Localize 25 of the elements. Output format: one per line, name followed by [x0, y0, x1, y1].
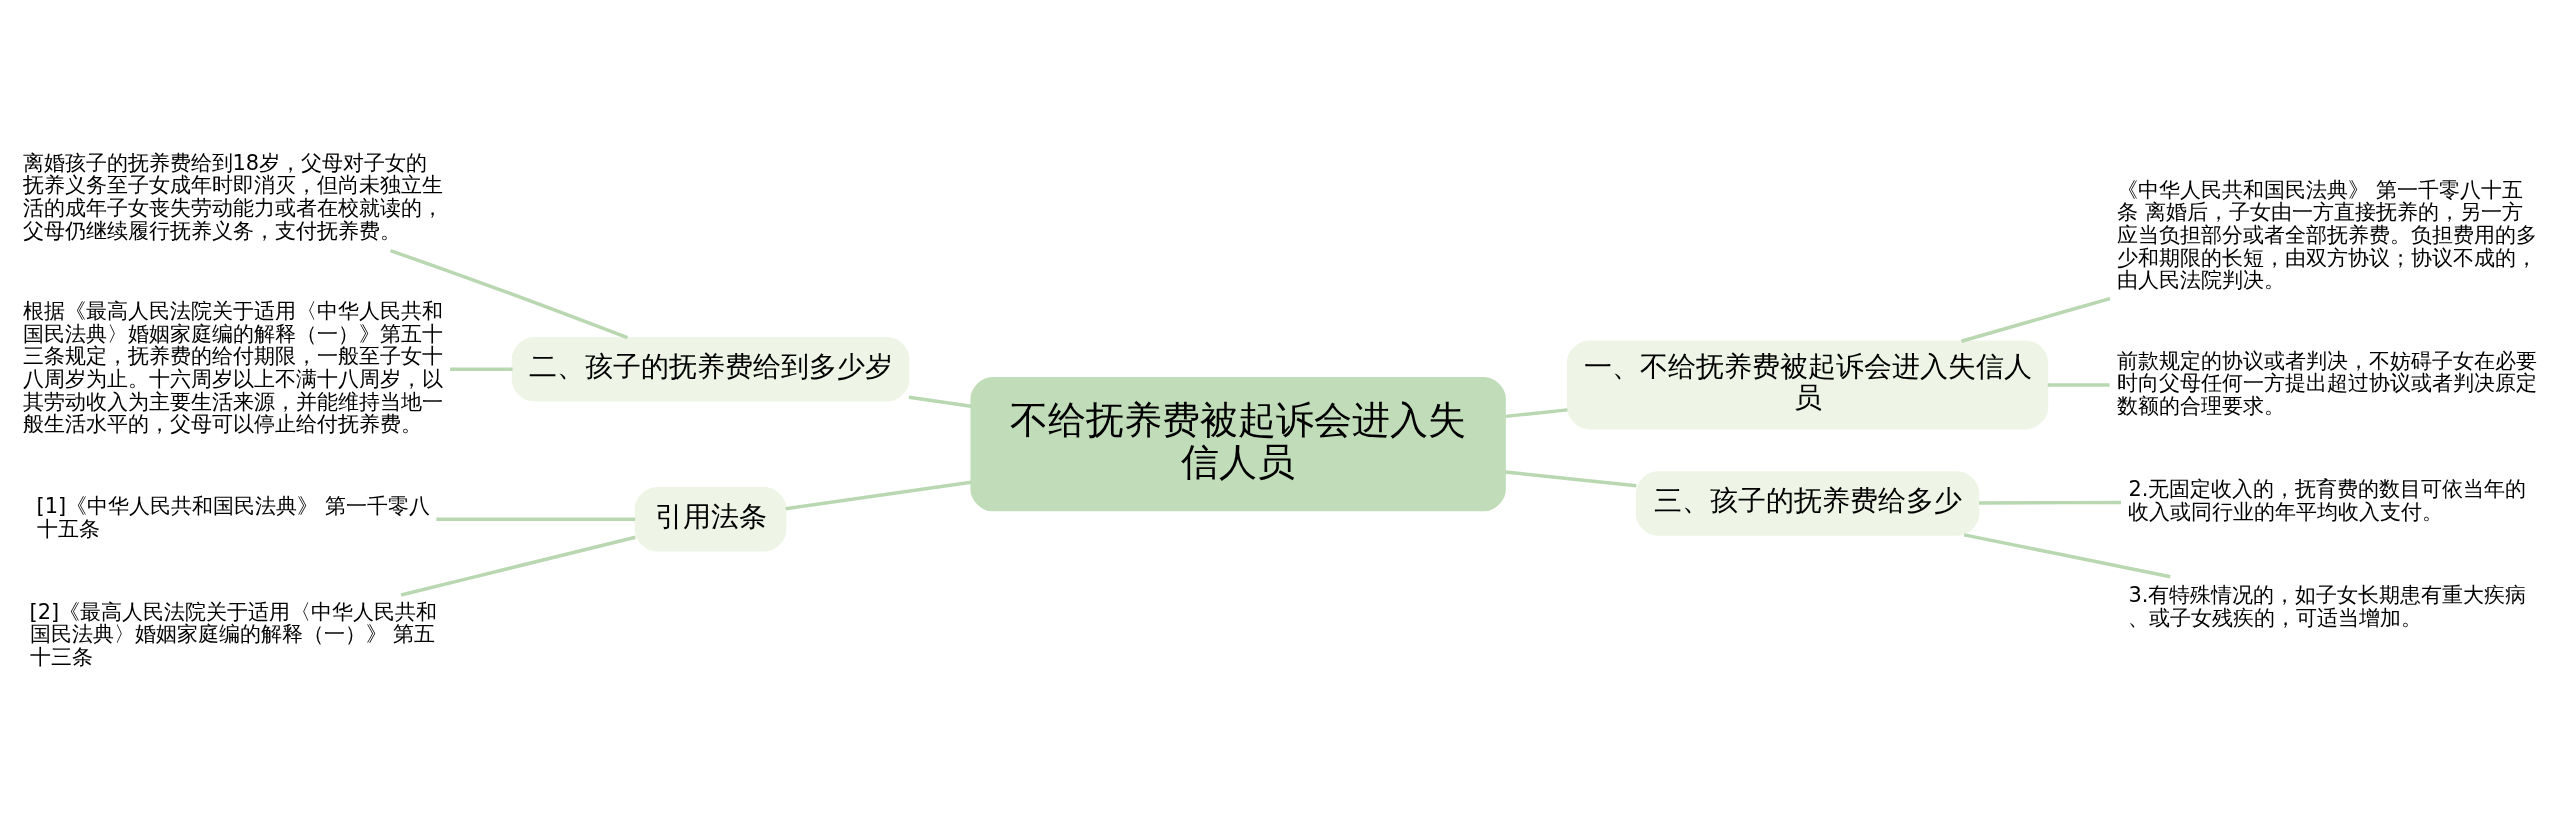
node-box: 三、孩子的抚养费给多少 — [1635, 471, 1980, 536]
node-text: 根据《最高人民法院关于适用〈中华人民共和国民法典〉婚姻家庭编的解释（一）》第五十三条规定，抚养费的给付期限，一般至子女十八周岁为止。十六周岁以上不满十八周岁，以其劳动收入为主要生活来源，并能维持当地一般生活水平的，父母可以停止给付抚养费。 — [22, 298, 443, 437]
connector — [436, 517, 636, 521]
connector — [1505, 408, 1568, 419]
node-text: [2]《最高人民法院关于适用〈中华人民共和国民法典〉婚姻家庭编的解释（一）》 第五十三条 — [29, 599, 438, 670]
connector — [450, 367, 513, 371]
connector — [1960, 296, 2111, 343]
connector — [1963, 533, 2171, 579]
connector — [1505, 470, 1637, 488]
node-box: 引用法条 — [634, 486, 787, 552]
node-text: 3.有特殊情况的，如子女长期患有重大疾病、或子女残疾的，可适当增加。 — [2128, 583, 2527, 630]
node-text: 离婚孩子的抚养费给到18岁，父母对子女的抚养义务至子女成年时即消灭，但尚未独立生活的成年子女丧失劳动能力或者在校就读的，父母仍继续履行抚养义务，支付抚养费。 — [22, 150, 443, 243]
connector — [2047, 383, 2110, 387]
node-box: 不给抚养费被起诉会进入失信人员 — [970, 377, 1506, 512]
connector — [400, 535, 636, 597]
node-box: 二、孩子的抚养费给到多少岁 — [511, 336, 910, 402]
connector — [1979, 500, 2122, 505]
connector — [785, 480, 972, 511]
node-text: 前款规定的协议或者判决，不妨碍子女在必要时向父母任何一方提出超过协议或者判决原定数额的合理要求。 — [2117, 348, 2538, 418]
node-text: 《中华人民共和国民法典》 第一千零八十五条 离婚后，子女由一方直接抚养的，另一方应当负担部分或者全部抚养费。负担费用的多少和期限的长短，由双方协议；协议不成的，由人民法院判决。 — [2117, 177, 2538, 293]
connector — [390, 249, 629, 340]
node-box: 一、不给抚养费被起诉会进入失信人员 — [1566, 340, 2049, 430]
connector — [908, 395, 972, 408]
node-text: 2.无固定收入的，抚育费的数目可依当年的收入或同行业的年平均收入支付。 — [2128, 476, 2527, 524]
node-text: [1]《中华人民共和国民法典》 第一千零八十五条 — [36, 494, 430, 541]
